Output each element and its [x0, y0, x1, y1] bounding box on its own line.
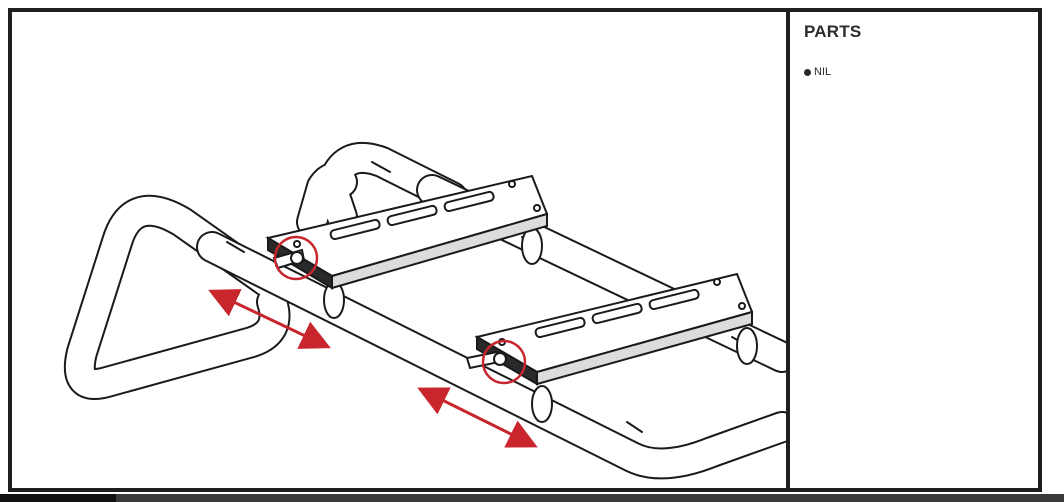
page-bottom-strip-accent [0, 494, 116, 502]
clamp-levers [272, 248, 507, 370]
parts-item-label: NIL [814, 66, 832, 78]
mounting-plate-lower [474, 272, 754, 386]
bullet-icon [804, 68, 811, 76]
adjust-arrows [208, 289, 538, 448]
highlight-circles [273, 235, 527, 385]
parts-list: NIL [804, 66, 1034, 78]
assembly-illustration [63, 142, 786, 480]
mounting-plate-upper [265, 174, 549, 290]
page-frame [8, 8, 1042, 492]
list-item: NIL [804, 66, 1034, 78]
panel-divider [786, 8, 790, 492]
page-bottom-strip [0, 494, 1064, 502]
parts-panel: PARTS NIL [804, 22, 1034, 78]
parts-title: PARTS [804, 22, 862, 41]
